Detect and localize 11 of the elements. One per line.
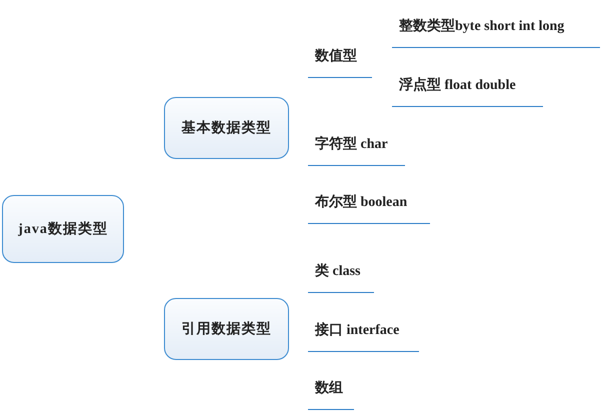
underlined-topic: 接口 interface (308, 321, 419, 352)
underlined-topic: 整数类型byte short int long (392, 17, 600, 48)
underlined-topic: 数值型 (308, 47, 372, 78)
underlined-topic: 浮点型 float double (392, 76, 543, 107)
underlined-topic: 数组 (308, 379, 354, 410)
underlined-topic: 字符型 char (308, 135, 405, 166)
topic-box: 基本数据类型 (164, 97, 289, 159)
underlined-topic: 类 class (308, 262, 374, 293)
topic-box: 引用数据类型 (164, 298, 289, 360)
topic-box: java数据类型 (2, 195, 124, 263)
underlined-topic: 布尔型 boolean (308, 193, 430, 224)
